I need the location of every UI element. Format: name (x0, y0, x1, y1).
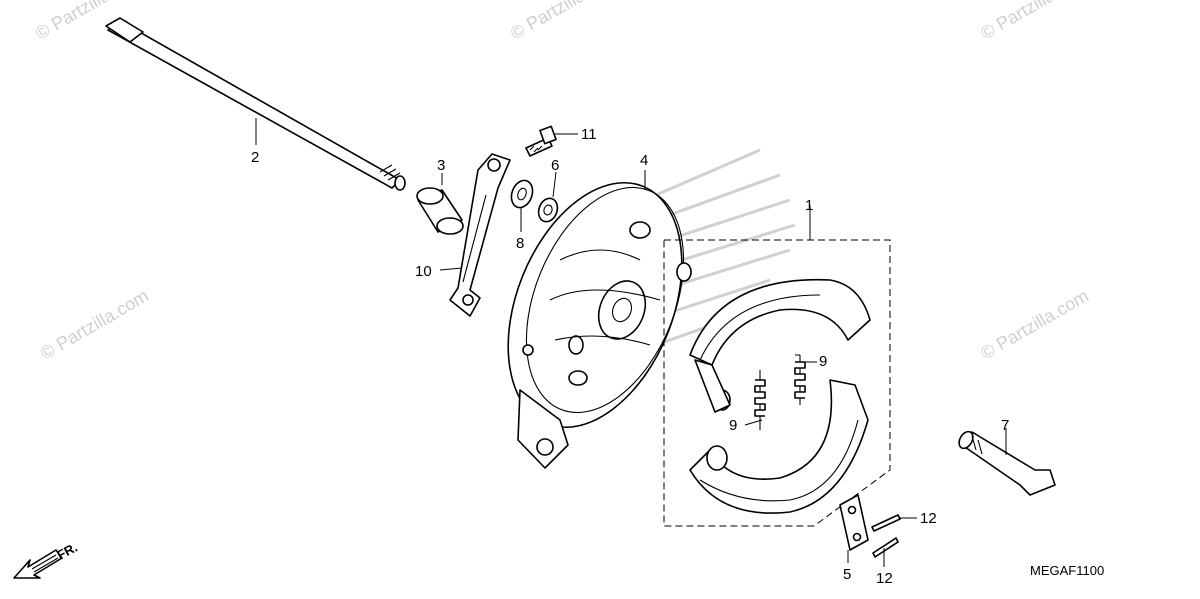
part-cotter-pin (872, 537, 899, 558)
part-brake-shoe-upper (689, 278, 871, 413)
watermark: © Partzilla.com (977, 285, 1092, 363)
part-spring (754, 370, 766, 430)
front-direction-indicator: FR. (13, 540, 80, 579)
callout-11: 11 (581, 126, 597, 143)
part-bolt (525, 125, 557, 157)
callout-9: 9 (729, 417, 737, 434)
callout-2: 2 (251, 149, 259, 166)
part-brake-cam (958, 430, 1056, 496)
part-stopper-arm (449, 153, 511, 317)
part-spring (794, 354, 806, 405)
callout-6: 6 (551, 157, 559, 174)
callout-10: 10 (415, 263, 432, 280)
brand-logo-watermark (579, 148, 796, 367)
part-brake-shoe-lower (689, 379, 869, 514)
callout-8: 8 (516, 235, 524, 252)
part-plate (839, 494, 869, 551)
watermark: © Partzilla.com (37, 285, 152, 363)
brake-shoe-set-box (663, 239, 891, 527)
diagram-code: MEGAF1100 (1030, 563, 1104, 578)
callout-12: 12 (876, 570, 893, 587)
leader-lines (255, 118, 1007, 567)
watermark: © Partzilla.com (977, 0, 1092, 43)
part-nut (537, 197, 559, 223)
callouts: 1 2 3 4 5 6 7 8 9 9 10 11 12 12 (251, 126, 1009, 587)
callout-1: 1 (805, 197, 813, 214)
callout-3: 3 (437, 157, 445, 174)
callout-12: 12 (920, 510, 937, 527)
part-collar (416, 187, 464, 235)
part-axle (105, 17, 406, 191)
part-washer (510, 179, 534, 209)
watermark: © Partzilla.com (507, 0, 622, 43)
callout-4: 4 (640, 152, 648, 169)
callout-5: 5 (843, 566, 851, 583)
part-cotter-pin (871, 514, 901, 532)
callout-7: 7 (1001, 417, 1009, 434)
part-brake-panel (507, 181, 692, 469)
callout-9: 9 (819, 353, 827, 370)
